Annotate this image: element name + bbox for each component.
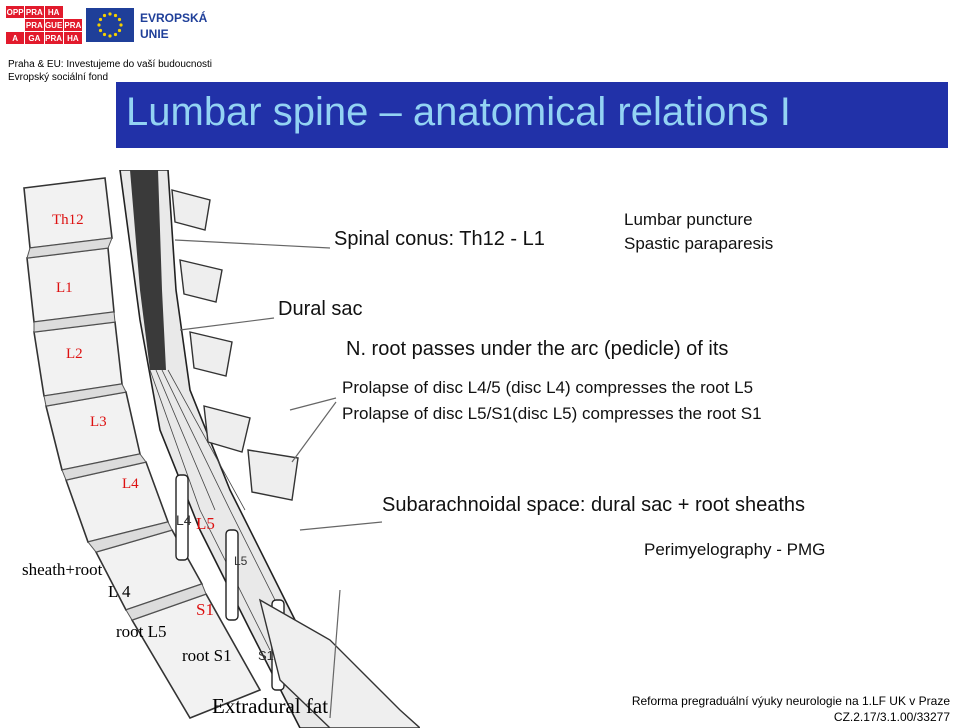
annotation-subarachnoidal: Subarachnoidal space: dural sac + root s… — [382, 494, 806, 516]
praha-cell: HA — [44, 6, 63, 18]
eu-label-line1: EVROPSKÁ — [140, 11, 208, 25]
inset-label-s1: S1 — [258, 648, 274, 663]
praha-cell: PRA — [44, 32, 63, 44]
vertebra-label-s1: S1 — [196, 600, 214, 619]
inset-label-l4: L4 — [176, 512, 192, 528]
annotation-perimyelography: Perimyelography - PMG — [644, 540, 826, 559]
label-l4-root: L 4 — [108, 582, 131, 601]
praha-cell: GA — [25, 32, 44, 44]
annotation-spastic-paraparesis: Spastic paraparesis — [624, 234, 774, 253]
oppa-logo: OPP PRA HA PRA GUE PRA A GA PRA HA — [6, 6, 82, 44]
vertebra-label-l4: L4 — [122, 476, 139, 492]
vertebra-label-l1: L1 — [56, 280, 73, 296]
label-extradural-fat: Extradural fat — [212, 694, 329, 718]
vertebra-label-l2: L2 — [66, 346, 83, 362]
funding-line2: Evropský sociální fond — [8, 72, 109, 83]
eu-label: EVROPSKÁ UNIE — [140, 10, 207, 42]
inset-label-l5: L5 — [234, 554, 248, 568]
vertebra-label-l3: L3 — [90, 414, 107, 430]
eu-label-line2: UNIE — [140, 27, 169, 41]
label-root-s1: root S1 — [182, 646, 232, 665]
page-title: Lumbar spine – anatomical relations I — [126, 90, 791, 134]
footer-line2: CZ.2.17/3.1.00/33277 — [833, 710, 950, 724]
funding-note: Praha & EU: Investujeme do vaší budoucno… — [8, 58, 212, 84]
title-bar — [116, 82, 948, 148]
annotation-prolapse-l5: Prolapse of disc L5/S1(disc L5) compress… — [342, 404, 762, 423]
praha-cell: HA — [63, 32, 82, 44]
eu-flag-icon — [86, 8, 134, 42]
opp-logo-text: OPP — [6, 6, 25, 18]
label-sheath-root: sheath+root — [22, 560, 103, 579]
opp-logo-text-2: A — [6, 32, 25, 44]
annotation-root-passes: N. root passes under the arc (pedicle) o… — [346, 338, 729, 360]
annotation-lumbar-puncture: Lumbar puncture — [624, 210, 753, 229]
footer-line1: Reforma pregraduální výuky neurologie na… — [631, 694, 950, 708]
praha-cell: PRA — [63, 19, 82, 31]
praha-cell: GUE — [44, 19, 63, 31]
annotation-prolapse-l4: Prolapse of disc L4/5 (disc L4) compress… — [342, 378, 754, 397]
annotation-spinal-conus: Spinal conus: Th12 - L1 — [334, 228, 545, 250]
praha-cell: PRA — [25, 6, 44, 18]
spine-illustration — [23, 170, 420, 728]
label-root-l5: root L5 — [116, 622, 167, 641]
praha-cell: PRA — [25, 19, 44, 31]
vertebra-label-l5: L5 — [196, 514, 215, 533]
funding-line1: Praha & EU: Investujeme do vaší budoucno… — [8, 59, 213, 70]
annotation-dural-sac: Dural sac — [278, 298, 363, 320]
vertebra-label-th12: Th12 — [52, 212, 84, 228]
